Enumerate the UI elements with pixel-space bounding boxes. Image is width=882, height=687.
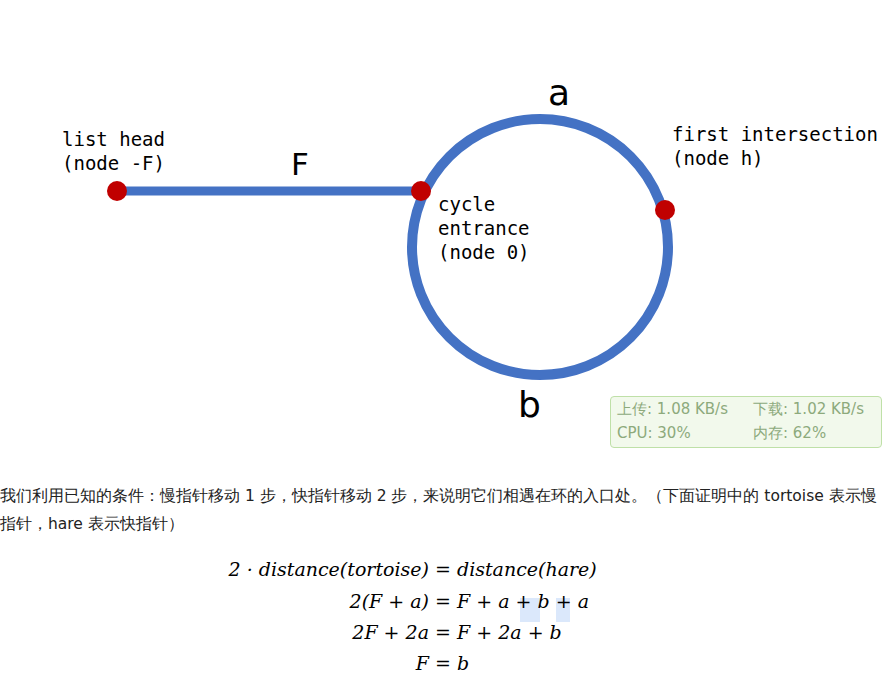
diagram-label: first intersection (node h) [672, 122, 882, 170]
cycle-circle [412, 119, 668, 375]
diagram-label: F [291, 146, 309, 182]
diagram-label: b [518, 384, 541, 425]
diagram-label: 2(F + a) = F + a + b + a [350, 590, 589, 612]
diagram-label: cycle entrance (node 0) [438, 192, 568, 264]
diagram-label: 我们利用已知的条件：慢指针移动 1 步，快指针移动 2 步，来说明它们相遇在环的… [0, 482, 880, 538]
net-monitor-widget: 上传: 1.08 KB/s 下载: 1.02 KB/sCPU: 30% 内存: 62… [610, 396, 882, 448]
widget-reading: 下载: 1.02 KB/s [753, 400, 864, 419]
widget-reading: 内存: 62% [753, 424, 826, 443]
diagram-label: a [548, 72, 570, 113]
diagram-label: 2 · distance(tortoise) = distance(hare) [229, 558, 597, 580]
widget-reading: CPU: 30% [617, 424, 691, 442]
entrance-dot [411, 181, 431, 201]
diagram-label: 2F + 2a = F + 2a + b [352, 621, 561, 643]
intersection-dot [655, 200, 675, 220]
head-dot [107, 181, 127, 201]
diagram-label: list head (node -F) [62, 127, 192, 175]
diagram-label: F = b [416, 652, 469, 674]
widget-reading: 上传: 1.08 KB/s [617, 400, 728, 419]
list-tail-line [117, 187, 420, 196]
